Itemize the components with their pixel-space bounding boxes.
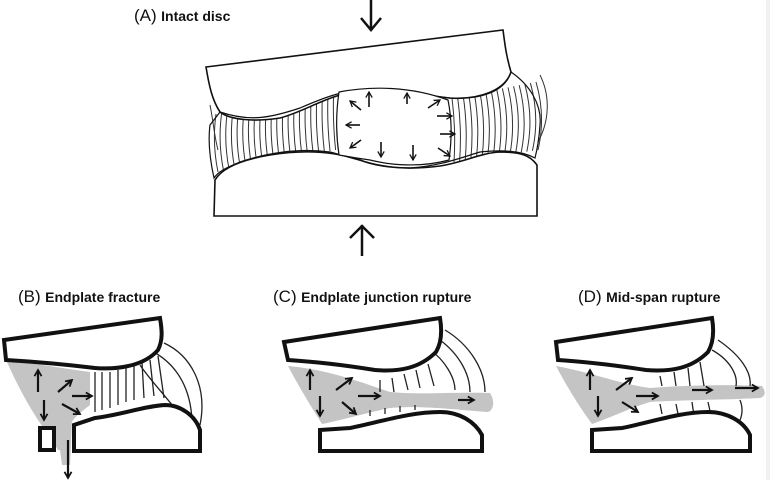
panel-a-title: Intact disc [161, 8, 231, 24]
arrow-down-icon [360, 0, 382, 32]
annulus-fibre [490, 90, 496, 157]
nucleus [336, 87, 452, 166]
upper-vertebra-d [553, 315, 716, 373]
panel-a-label: (A) Intact disc [134, 6, 230, 26]
panel-c-tag: (C) [273, 287, 297, 306]
annulus-fibre [518, 85, 525, 153]
panel-a-tag: (A) [134, 6, 157, 25]
annulus-fibre [485, 91, 490, 158]
outward-arrows-icon [344, 90, 457, 162]
annulus-fibre [457, 96, 461, 162]
annulus-fibre [473, 93, 479, 159]
annulus-fibre [507, 87, 514, 155]
annulus-fibre [513, 86, 519, 154]
outward-arrows-icon [33, 368, 94, 480]
annulus-fibre [496, 89, 502, 156]
annulus-fibre [321, 95, 325, 153]
nucleus-c [288, 366, 494, 424]
annulus-fibre [230, 111, 236, 169]
annulus-fibre [332, 93, 337, 151]
panel-c-label: (C) Endplate junction rupture [273, 287, 471, 307]
panel-d-tag: (D) [578, 287, 602, 306]
annulus-fibre [529, 82, 537, 151]
panel-b-tag: (B) [18, 287, 41, 306]
panel-d-label: (D) Mid-span rupture [578, 287, 720, 307]
annulus-fibre [225, 112, 230, 171]
annulus-fibre [535, 81, 543, 151]
panel-a-diagram [205, 0, 548, 256]
annulus-fibre [462, 95, 467, 161]
annulus-fibre [501, 88, 508, 155]
panel-c-diagram [281, 315, 494, 453]
upper-vertebra-c [281, 315, 444, 373]
panel-b-diagram [1, 315, 203, 480]
upper-vertebra-b [1, 315, 164, 371]
annulus-fibre [468, 94, 473, 160]
outward-arrows-icon [305, 368, 476, 418]
annulus-fibre [219, 113, 225, 172]
annulus-fibre [451, 97, 456, 163]
arrow-up-icon [349, 224, 375, 256]
annulus-fibre [479, 92, 485, 159]
panel-d-title: Mid-span rupture [606, 289, 721, 305]
panel-b-label: (B) Endplate fracture [18, 287, 160, 307]
lower-vertebra-b [72, 402, 202, 453]
page-edge [766, 0, 770, 480]
fracture-fragment [38, 426, 56, 452]
panel-d-diagram [553, 315, 765, 453]
panel-b-title: Endplate fracture [45, 289, 161, 305]
nucleus-d [556, 366, 765, 424]
annulus-fibre [524, 84, 531, 152]
annulus-fibre [315, 97, 320, 154]
lower-vertebra-c [318, 409, 484, 453]
lower-vertebra-d [590, 409, 752, 453]
outward-arrows-icon [585, 368, 760, 418]
annulus-fibre [327, 94, 331, 152]
annulus-b [94, 342, 203, 426]
panel-c-title: Endplate junction rupture [301, 289, 472, 305]
